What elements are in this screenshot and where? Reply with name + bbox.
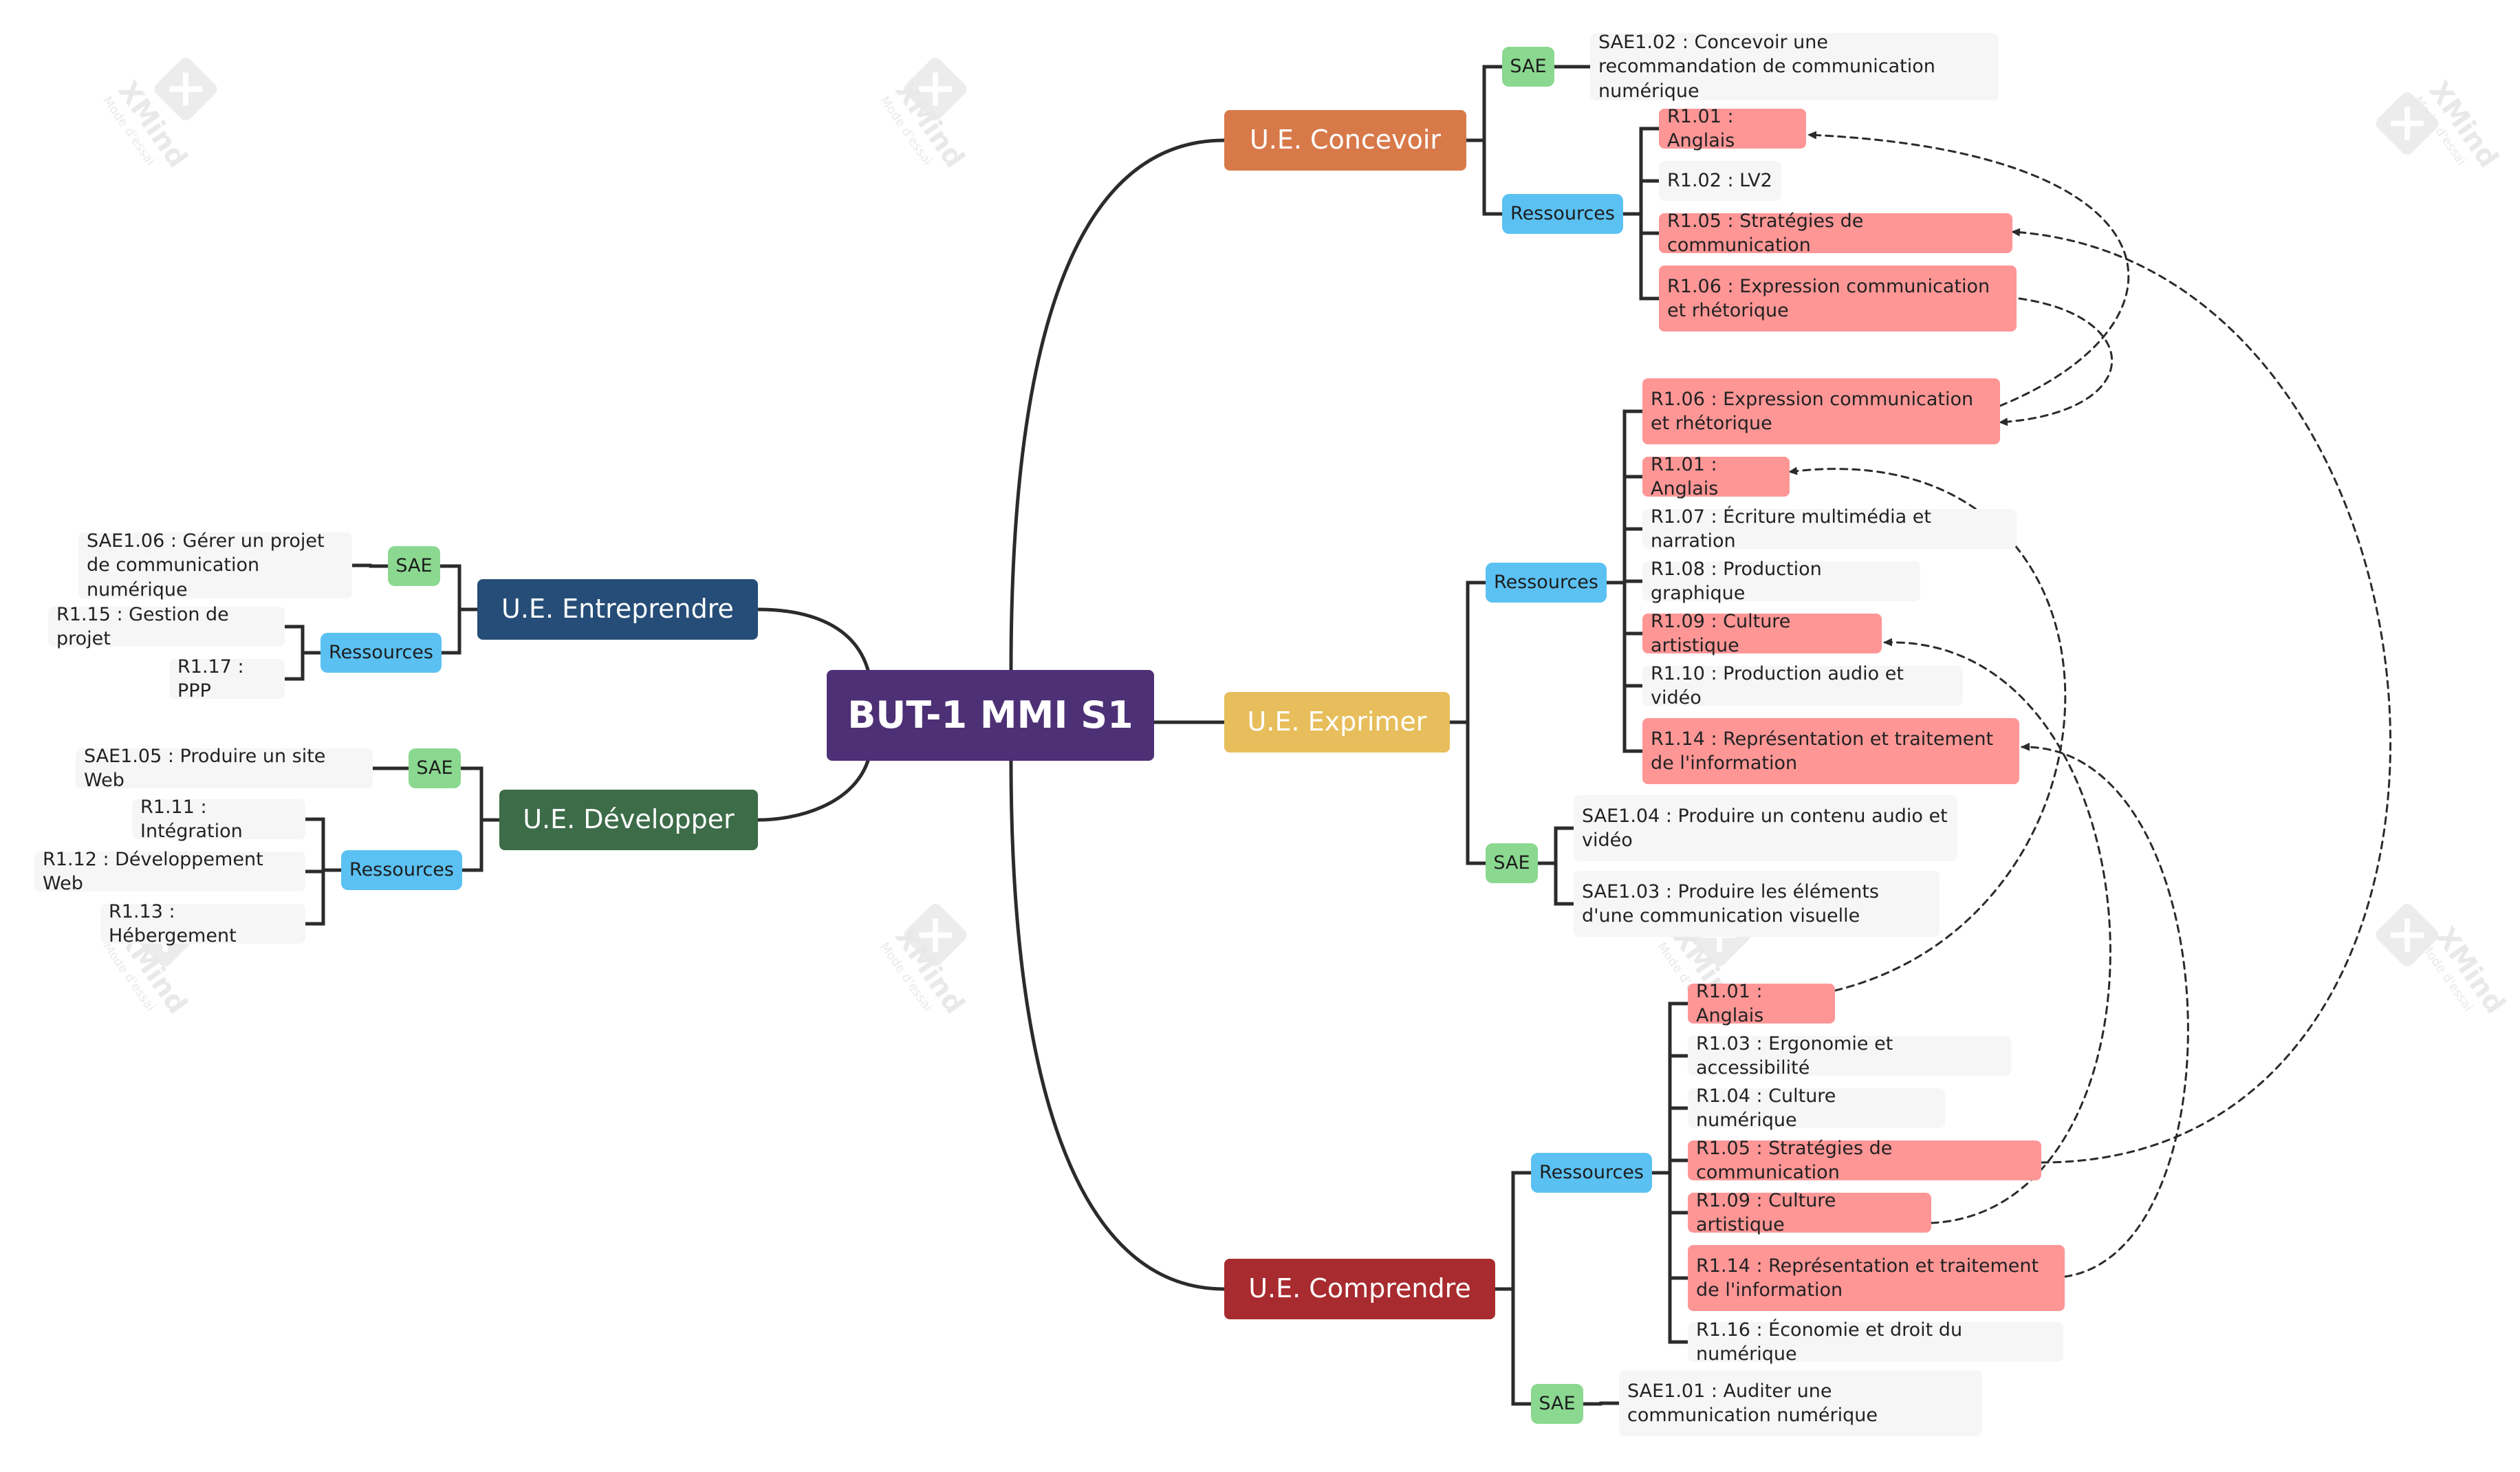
branch-connector-concevoir (1009, 138, 1226, 672)
bracket-exprimer-res (1605, 409, 1644, 753)
link-r101-exprimer (1788, 466, 2067, 992)
developper-sae-item[interactable]: SAE1.05 : Produire un site Web (76, 746, 373, 791)
entreprendre-res-r117[interactable]: R1.17 : PPP (169, 656, 285, 702)
developper-res-r112[interactable]: R1.12 : Développement Web (34, 849, 305, 894)
exprimer-res-r107[interactable]: R1.07 : Écriture multimédia et narration (1642, 506, 2017, 552)
link-r109 (1883, 638, 2111, 1224)
developper-sae-tag[interactable]: SAE (409, 748, 461, 788)
concevoir-res-r105[interactable]: R1.05 : Stratégies de communication (1659, 210, 2012, 256)
entreprendre-sae-tag[interactable]: SAE (388, 546, 440, 586)
bracket-concevoir (1464, 65, 1504, 216)
concevoir-sae-tag[interactable]: SAE (1502, 47, 1554, 87)
ue-entreprendre-topic[interactable]: U.E. Entreprendre (477, 579, 758, 640)
bracket-developper-res (303, 817, 343, 926)
entreprendre-ressources-tag[interactable]: Ressources (321, 633, 442, 673)
entreprendre-sae-item[interactable]: SAE1.06 : Gérer un projet de communicati… (78, 530, 352, 600)
xmind-logo-icon (154, 58, 217, 120)
bracket-concevoir-res (1621, 127, 1661, 301)
link-r114 (2021, 742, 2189, 1278)
developper-ressources-tag[interactable]: Ressources (341, 850, 462, 890)
exprimer-res-r108[interactable]: R1.08 : Production graphique (1642, 559, 1920, 604)
ue-concevoir-topic[interactable]: U.E. Concevoir (1224, 110, 1466, 171)
comprendre-res-r103[interactable]: R1.03 : Ergonomie et accessibilité (1688, 1033, 2011, 1079)
ue-comprendre-topic[interactable]: U.E. Comprendre (1224, 1259, 1495, 1319)
xmind-logo-icon (2376, 92, 2439, 155)
exprimer-sae-tag[interactable]: SAE (1486, 843, 1538, 883)
concevoir-res-r106[interactable]: R1.06 : Expression communication et rhét… (1659, 266, 2017, 332)
exprimer-res-r110[interactable]: R1.10 : Production audio et vidéo (1642, 663, 1963, 708)
developper-res-r113[interactable]: R1.13 : Hébergement (100, 901, 305, 946)
concevoir-res-r102[interactable]: R1.02 : LV2 (1659, 161, 1781, 201)
concevoir-ressources-tag[interactable]: Ressources (1502, 194, 1623, 234)
link-r106 (1999, 297, 2113, 426)
comprendre-res-r104[interactable]: R1.04 : Culture numérique (1688, 1085, 1945, 1131)
exprimer-ressources-tag[interactable]: Ressources (1486, 563, 1607, 603)
exprimer-res-r101[interactable]: R1.01 : Anglais (1642, 454, 1790, 499)
xmind-logo-icon (904, 58, 967, 120)
concevoir-res-r101[interactable]: R1.01 : Anglais (1659, 106, 1806, 151)
comprendre-res-r101[interactable]: R1.01 : Anglais (1688, 981, 1835, 1026)
comprendre-res-r109[interactable]: R1.09 : Culture artistique (1688, 1190, 1931, 1235)
comprendre-res-r105[interactable]: R1.05 : Stratégies de communication (1688, 1138, 2041, 1183)
concevoir-sae-item[interactable]: SAE1.02 : Concevoir une recommandation d… (1590, 32, 1999, 102)
bracket-comprendre-res (1650, 1002, 1690, 1344)
bracket-entreprendre-sae (350, 563, 390, 568)
link-r101-concevoir (1807, 131, 2130, 407)
exprimer-res-r114[interactable]: R1.14 : Représentation et traitement de … (1642, 718, 2019, 784)
comprendre-res-r114[interactable]: R1.14 : Représentation et traitement de … (1688, 1245, 2065, 1311)
bracket-entreprendre-res (283, 625, 323, 681)
exprimer-sae-r104[interactable]: SAE1.04 : Produire un contenu audio et v… (1574, 795, 1957, 861)
bracket-comprendre (1493, 1171, 1533, 1406)
developper-res-r111[interactable]: R1.11 : Intégration (132, 797, 305, 842)
branch-connector-comprendre (1009, 759, 1226, 1291)
comprendre-ressources-tag[interactable]: Ressources (1531, 1153, 1652, 1193)
exprimer-sae-r103[interactable]: SAE1.03 : Produire les éléments d'une co… (1574, 871, 1940, 937)
comprendre-sae-r101[interactable]: SAE1.01 : Auditer une communication numé… (1619, 1370, 1982, 1436)
entreprendre-res-r115[interactable]: R1.15 : Gestion de projet (48, 604, 285, 649)
branch-connector-entreprendre (756, 607, 870, 672)
xmind-logo-icon (2376, 904, 2439, 966)
bracket-entreprendre (438, 564, 479, 655)
bracket-exprimer-sae (1536, 826, 1576, 906)
comprendre-res-r116[interactable]: R1.16 : Économie et droit du numérique (1688, 1319, 2063, 1365)
exprimer-res-r106[interactable]: R1.06 : Expression communication et rhét… (1642, 378, 2000, 444)
bracket-exprimer (1448, 581, 1488, 865)
branch-connector-developper (756, 759, 870, 822)
bracket-comprendre-sae (1581, 1401, 1621, 1406)
root-topic[interactable]: BUT-1 MMI S1 (827, 670, 1154, 761)
exprimer-res-r109[interactable]: R1.09 : Culture artistique (1642, 611, 1882, 656)
comprendre-sae-tag[interactable]: SAE (1531, 1384, 1583, 1424)
ue-developper-topic[interactable]: U.E. Développer (499, 790, 758, 850)
bracket-developper (459, 766, 501, 872)
ue-exprimer-topic[interactable]: U.E. Exprimer (1224, 692, 1450, 753)
link-r105 (2011, 228, 2392, 1164)
xmind-logo-icon (904, 904, 967, 966)
